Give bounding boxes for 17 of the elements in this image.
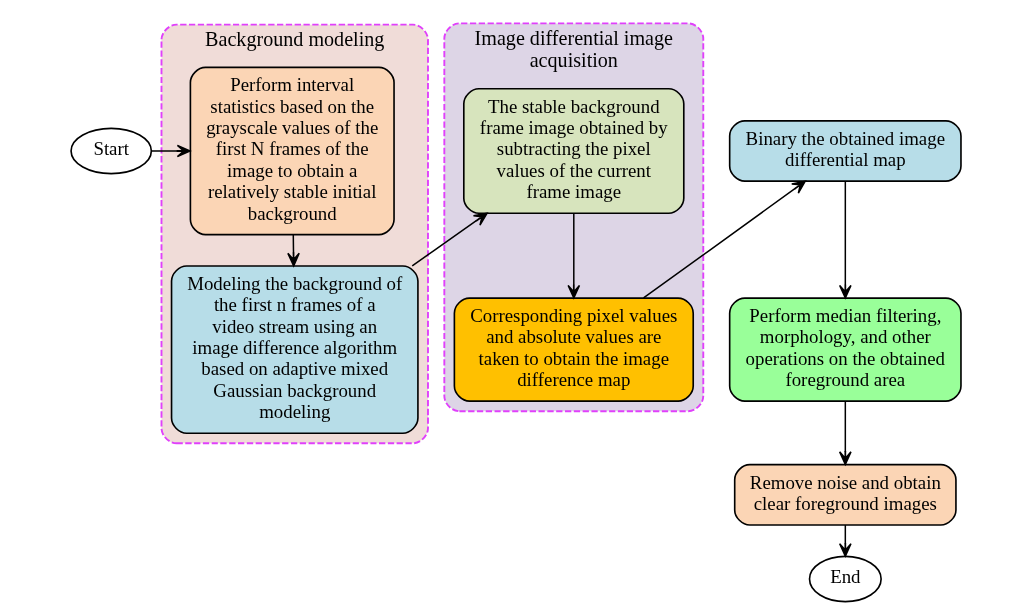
node-ellipse: Start	[70, 127, 153, 175]
node-box: Perform interval statistics based on the grayscale values of the first N frames of the image to obtain a relatively stable initial background	[189, 66, 395, 236]
arrow	[838, 400, 852, 466]
node-ellipse: End	[808, 555, 882, 603]
node-box: Remove noise and obtain clear foreground images	[733, 463, 957, 526]
arrow	[150, 144, 191, 158]
arrow	[838, 180, 852, 299]
arrow	[642, 180, 806, 299]
node-box: The stable background frame image obtained by subtracting the pixel values of the current frame image	[463, 87, 685, 215]
arrow	[838, 524, 852, 558]
arrow	[411, 212, 488, 267]
arrow	[287, 234, 300, 267]
node-box: Corresponding pixel values and absolute values are taken to obtain the image difference map	[453, 297, 695, 402]
arrow	[567, 212, 581, 299]
node-box: Binary the obtained image differential map	[728, 120, 962, 182]
node-box: Perform median filtering, morphology, and other operations on the obtained foreground area	[728, 297, 962, 402]
node-box: Modeling the background of the first n frames of a video stream using an image difference algorithm based on adaptive mixed Gaussian background modeling	[170, 265, 419, 435]
